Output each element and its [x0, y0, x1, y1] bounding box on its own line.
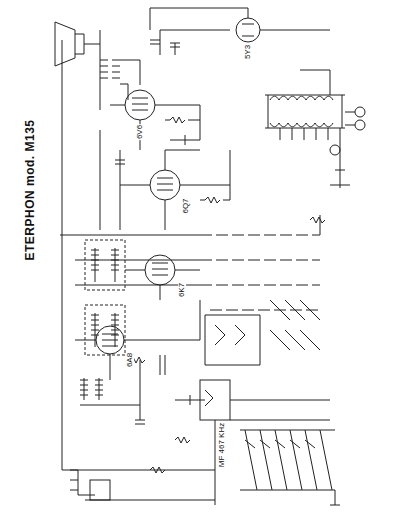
tube-label: 6Q7	[182, 197, 190, 214]
frequency-note: MF 467 KHz	[218, 422, 226, 468]
band-switch	[205, 315, 260, 365]
output-transformer	[100, 60, 120, 78]
if-tube	[145, 255, 175, 285]
if-transformer	[85, 305, 125, 355]
detector-tube	[150, 170, 180, 200]
tube-label: 6V6	[136, 124, 144, 140]
tube-label: 5Y3	[244, 44, 252, 60]
rectifier-tube	[236, 18, 260, 42]
diagram-title: ETERPHON mod. M135	[24, 118, 36, 261]
speaker-symbol	[55, 22, 84, 66]
output-tube	[125, 90, 155, 120]
tube-label: 6K7	[178, 282, 186, 298]
power-transformer	[265, 95, 345, 128]
tube-label: 6A8	[126, 352, 134, 368]
if-transformer	[85, 240, 125, 290]
band-switch	[200, 380, 230, 420]
